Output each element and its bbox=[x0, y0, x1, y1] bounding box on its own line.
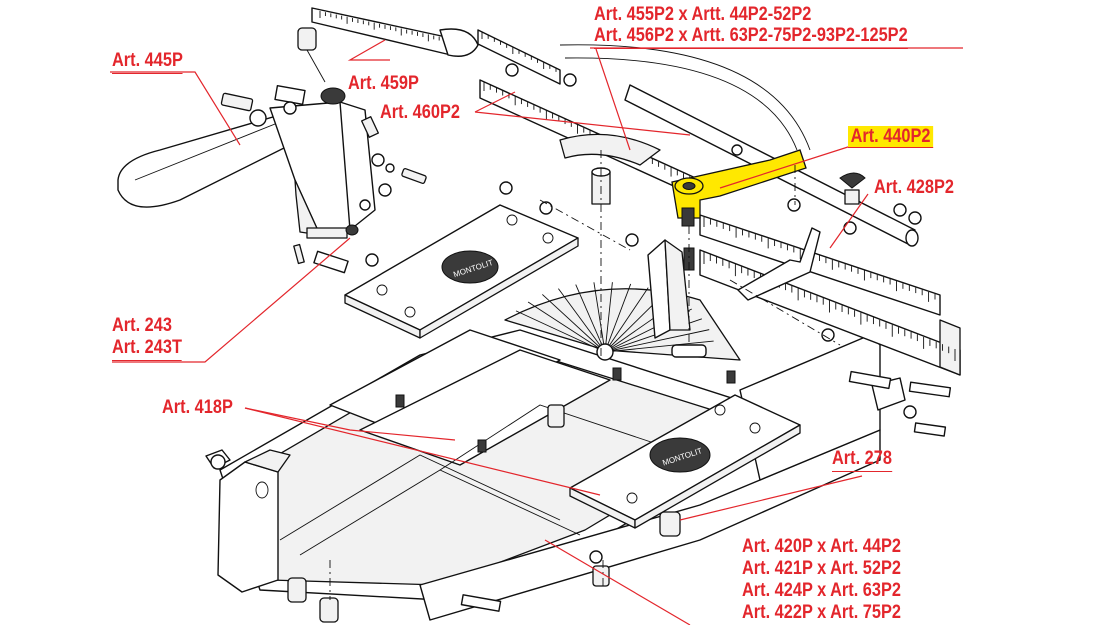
label-art-243t: Art. 243T bbox=[112, 337, 182, 361]
small-hardware bbox=[210, 63, 952, 612]
label-art-459p: Art. 459P bbox=[348, 73, 419, 94]
label-art-456p2: Art. 456P2 x Artt. 63P2-75P2-93P2-125P2 bbox=[594, 25, 908, 49]
protractor-line bbox=[542, 294, 606, 353]
protractor-line bbox=[527, 301, 606, 353]
hinge-bracket bbox=[647, 239, 707, 358]
label-art-418p: Art. 418P bbox=[162, 397, 233, 418]
label-compat-1: Art. 420P x Art. 44P2 bbox=[742, 536, 901, 557]
label-compat-2: Art. 421P x Art. 52P2 bbox=[742, 558, 901, 579]
label-art-243-group: Art. 243 Art. 243T bbox=[112, 315, 182, 361]
label-art-460p2: Art. 460P2 bbox=[380, 102, 460, 123]
protractor-line bbox=[558, 288, 606, 353]
label-compatibility-list: Art. 420P x Art. 44P2 Art. 421P x Art. 5… bbox=[742, 536, 901, 624]
lower-plate: MONTOLIT bbox=[569, 394, 801, 529]
protractor-line bbox=[593, 282, 606, 353]
protractor-line bbox=[604, 287, 649, 353]
label-compat-3: Art. 424P x Art. 63P2 bbox=[742, 580, 901, 601]
label-art-455p2: Art. 455P2 x Artt. 44P2-52P2 bbox=[594, 4, 812, 25]
rubber-feet bbox=[287, 404, 681, 623]
art-459p-arm bbox=[297, 7, 479, 83]
base-frame bbox=[219, 329, 881, 621]
long-ruler-back bbox=[699, 214, 941, 316]
label-art-440p2: Art. 440P2 bbox=[848, 126, 934, 148]
square-ruler-top bbox=[477, 29, 561, 85]
handle-assembly bbox=[117, 101, 376, 239]
label-art-428p2: Art. 428P2 bbox=[874, 177, 954, 198]
label-art-243: Art. 243 bbox=[112, 315, 172, 336]
assembly-axis-lines bbox=[329, 150, 841, 600]
label-compat-4: Art. 422P x Art. 75P2 bbox=[742, 602, 901, 623]
art-440p2-lever-highlighted bbox=[671, 149, 807, 227]
label-art-445p: Art. 445P bbox=[112, 50, 183, 74]
protractor-line bbox=[604, 340, 714, 353]
label-art-278: Art. 278 bbox=[832, 448, 892, 472]
protractor-line bbox=[575, 284, 606, 353]
label-art-440p2-text: Art. 440P2 bbox=[848, 126, 934, 148]
protractor-line bbox=[515, 310, 606, 353]
upper-plate: MONTOLIT bbox=[344, 204, 579, 339]
left-end-support bbox=[205, 449, 291, 593]
protractor-line bbox=[604, 283, 632, 353]
protractor-line bbox=[604, 282, 613, 353]
protractor-line bbox=[604, 329, 710, 353]
arc-guide bbox=[559, 44, 811, 166]
